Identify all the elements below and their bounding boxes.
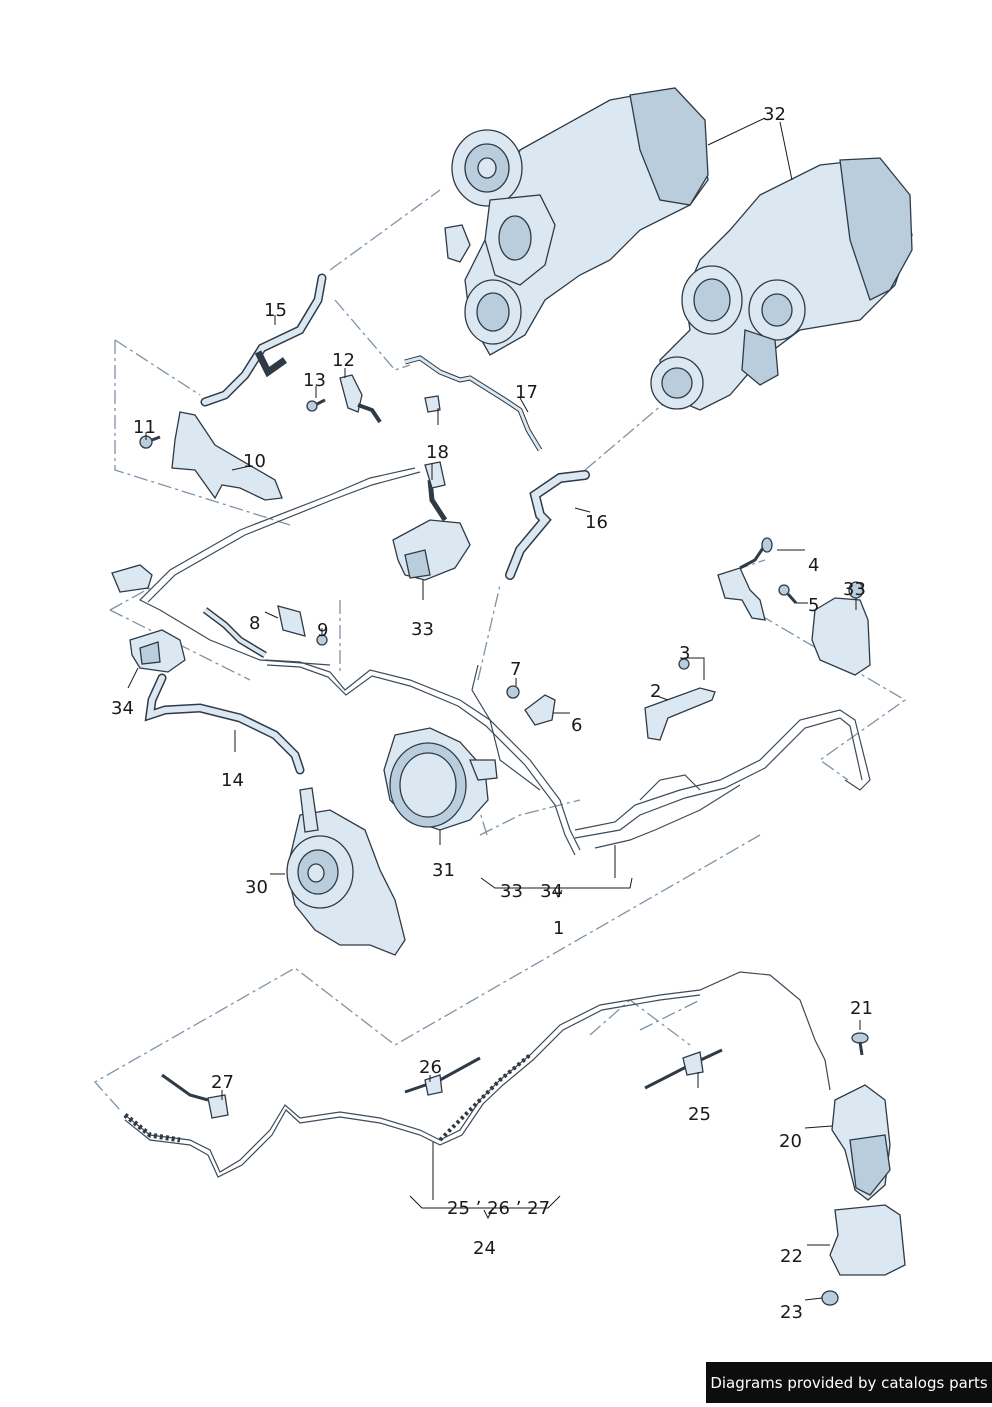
turbocharger-left	[444, 87, 709, 356]
callout-7: 7	[510, 659, 521, 680]
callout-12: 12	[332, 350, 355, 371]
bracket-12	[339, 374, 382, 424]
bracket-6	[524, 694, 556, 726]
vacuum-pump-31	[383, 727, 498, 831]
callout-32: 32	[763, 104, 786, 125]
callout-26: 26	[419, 1057, 442, 1078]
bolt-13	[306, 398, 326, 412]
callout-1: 1	[553, 918, 564, 939]
reservoir-20	[831, 1084, 891, 1201]
turbocharger-right	[650, 157, 913, 411]
clip-27	[161, 1073, 229, 1119]
bracket-2	[644, 687, 716, 741]
nut-23	[821, 1290, 839, 1306]
callout-13: 13	[303, 370, 326, 391]
callout-25: 25	[688, 1104, 711, 1125]
clip-17	[424, 395, 441, 413]
cap	[111, 564, 153, 593]
callout-4: 4	[808, 555, 819, 576]
group-label-24: 25 ʼ 26 ʼ 27	[447, 1198, 550, 1219]
bracket-22	[829, 1204, 906, 1276]
callout-18: 18	[426, 442, 449, 463]
leader-lines	[127, 117, 861, 1301]
bracket-8	[277, 605, 328, 646]
callout-8: 8	[249, 613, 260, 634]
callout-24: 24	[473, 1238, 496, 1259]
assembly-outlines	[93, 189, 907, 1111]
bolt-3	[678, 658, 690, 670]
solenoid-valve-34	[129, 629, 186, 673]
group-label-1: 33 34	[500, 881, 563, 902]
callout-2: 2	[650, 681, 661, 702]
callout-23: 23	[780, 1302, 803, 1323]
hose-15	[200, 273, 327, 407]
vacuum-line-24	[123, 971, 831, 1178]
callout-20: 20	[779, 1131, 802, 1152]
callout-10: 10	[243, 451, 266, 472]
callout-27: 27	[211, 1072, 234, 1093]
hose-16	[505, 470, 590, 580]
callout-31: 31	[432, 860, 455, 881]
callout-33-upper: 33	[411, 619, 434, 640]
callout-16: 16	[585, 512, 608, 533]
bolt-11	[139, 435, 161, 449]
vacuum-pump-30	[286, 787, 406, 956]
bracket-4	[717, 537, 773, 621]
callout-14: 14	[221, 770, 244, 791]
bolt-5	[778, 584, 798, 604]
hose-14	[144, 673, 305, 775]
callout-9: 9	[317, 620, 328, 641]
callout-17: 17	[515, 382, 538, 403]
callout-3: 3	[679, 643, 690, 664]
callout-34: 34	[111, 698, 134, 719]
pipe-17	[404, 355, 543, 452]
callout-5: 5	[808, 595, 819, 616]
callout-15: 15	[264, 300, 287, 321]
callout-22: 22	[780, 1246, 803, 1267]
pressure-converter-33-upper	[392, 461, 471, 581]
bolt-7	[506, 685, 520, 699]
vacuum-lines-main	[138, 467, 581, 856]
bolt-21	[851, 1032, 869, 1056]
footer-credit: Diagrams provided by catalogs parts	[706, 1362, 992, 1403]
bracket-10	[171, 411, 283, 501]
clip-25	[644, 1048, 723, 1090]
callout-21: 21	[850, 998, 873, 1019]
callout-11: 11	[133, 417, 156, 438]
callout-labels: 32 15 12 13 17 11 18 10 16 4 33 5 33 8 9…	[111, 104, 873, 1323]
callout-33-right: 33	[843, 579, 866, 600]
callout-6: 6	[571, 715, 582, 736]
clip-26	[404, 1056, 481, 1096]
callout-30: 30	[245, 877, 268, 898]
pressure-converter-33-right	[811, 581, 871, 676]
vacuum-lines-right	[574, 709, 871, 849]
